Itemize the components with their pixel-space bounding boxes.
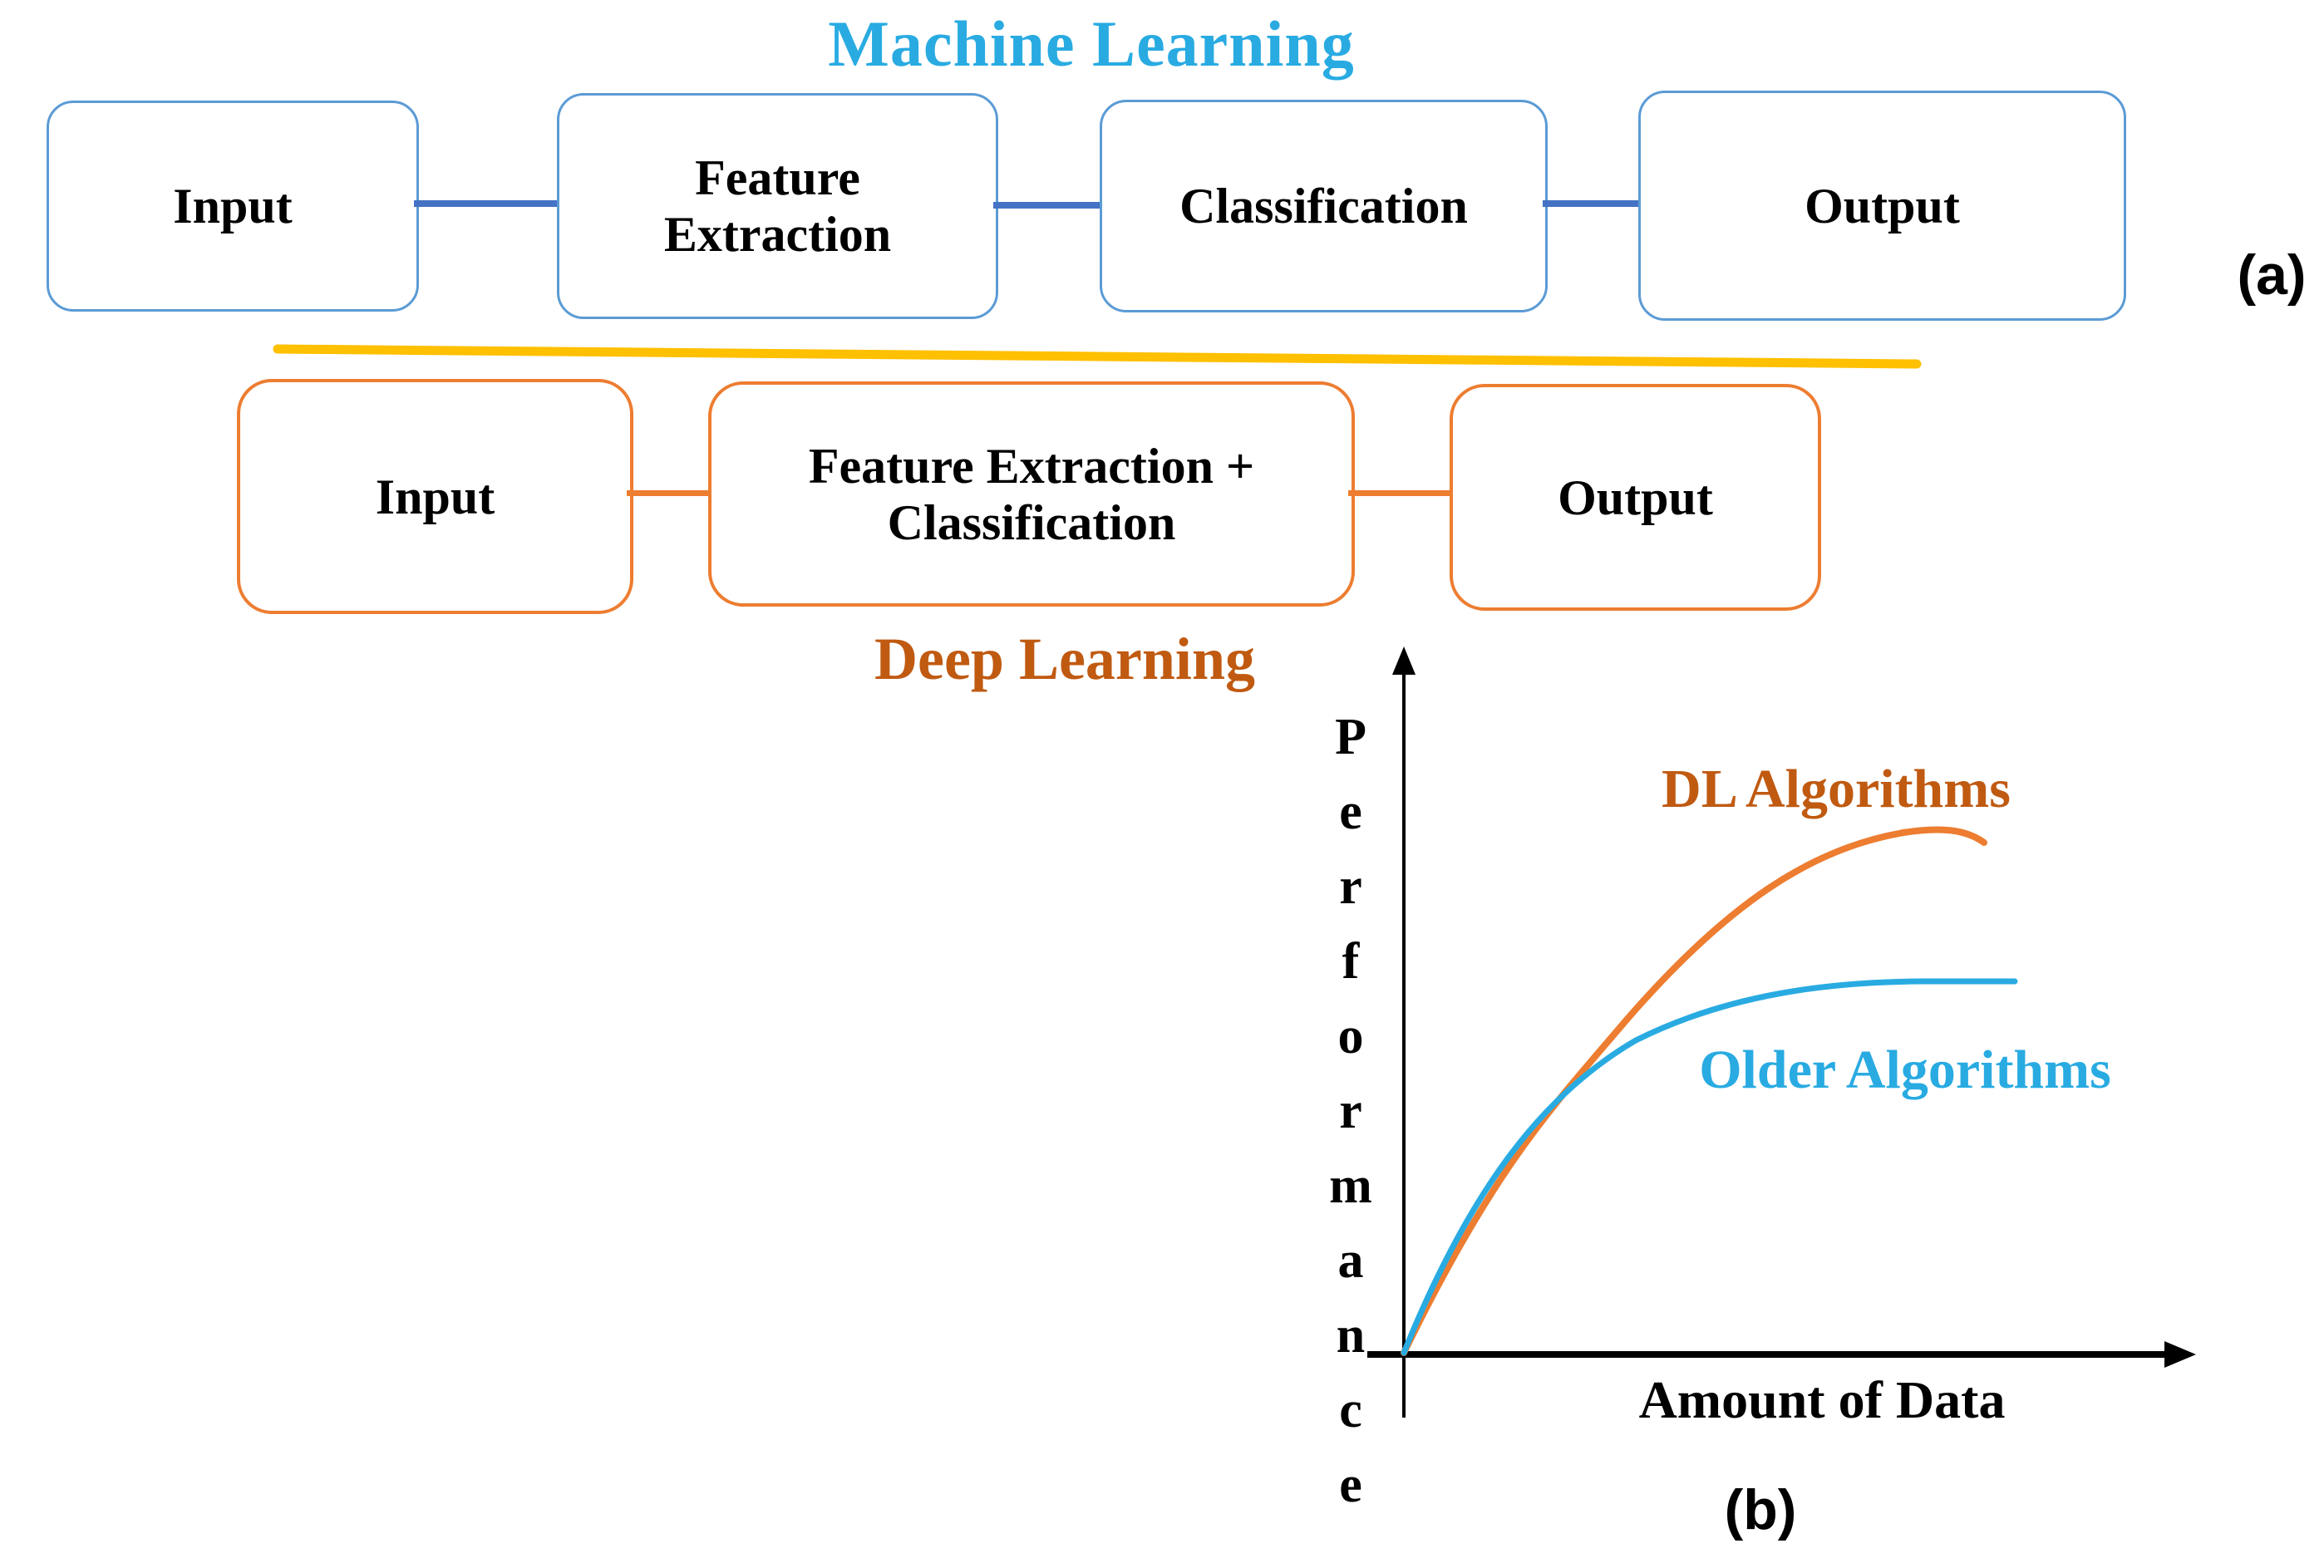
dl-box-output-label: Output: [1558, 469, 1713, 525]
panel-b-label: (b): [1724, 1478, 1797, 1541]
dl-box-input-label: Input: [375, 469, 495, 524]
ml-connector-input-feature: [414, 200, 557, 207]
ml-box-input: Input: [47, 101, 419, 312]
y-axis-arrowhead-icon: [1392, 646, 1416, 675]
dl-algorithms-series-label: DL Algorithms: [1662, 759, 2011, 819]
dl-box-input: Input: [237, 379, 633, 614]
y-axis-label: P e r f o r m a n c e: [1329, 709, 1372, 1513]
ml-connector-feature-classification: [993, 202, 1100, 209]
dl-box-output: Output: [1450, 384, 1821, 611]
dl-connector-feature-output: [1348, 490, 1450, 496]
dl-algorithms-curve: [1401, 826, 1987, 1356]
panel-a-label: (a): [2237, 243, 2307, 307]
dl-box-feature-extraction-classification-label: Feature Extraction + Classification: [808, 438, 1255, 550]
ml-box-output-label: Output: [1805, 178, 1960, 233]
ml-box-feature-extraction: Feature Extraction: [557, 93, 998, 319]
ml-box-classification-label: Classification: [1179, 179, 1468, 233]
dl-connector-input-feature: [627, 490, 708, 496]
x-axis-label: Amount of Data: [1638, 1370, 2006, 1429]
yellow-divider-line: [273, 344, 1922, 369]
ml-box-feature-extraction-label: Feature Extraction: [663, 150, 892, 262]
dl-box-feature-extraction-classification: Feature Extraction + Classification: [708, 381, 1355, 607]
ml-box-classification: Classification: [1100, 100, 1548, 312]
older-algorithms-series-label: Older Algorithms: [1699, 1040, 2111, 1100]
x-axis-arrowhead-icon: [2164, 1341, 2196, 1368]
ml-connector-classification-output: [1543, 200, 1638, 207]
machine-learning-title: Machine Learning: [828, 7, 1355, 80]
ml-box-input-label: Input: [173, 179, 293, 233]
deep-learning-title: Deep Learning: [874, 626, 1255, 692]
ml-box-output: Output: [1638, 91, 2126, 321]
older-algorithms-curve: [1401, 978, 2018, 1356]
